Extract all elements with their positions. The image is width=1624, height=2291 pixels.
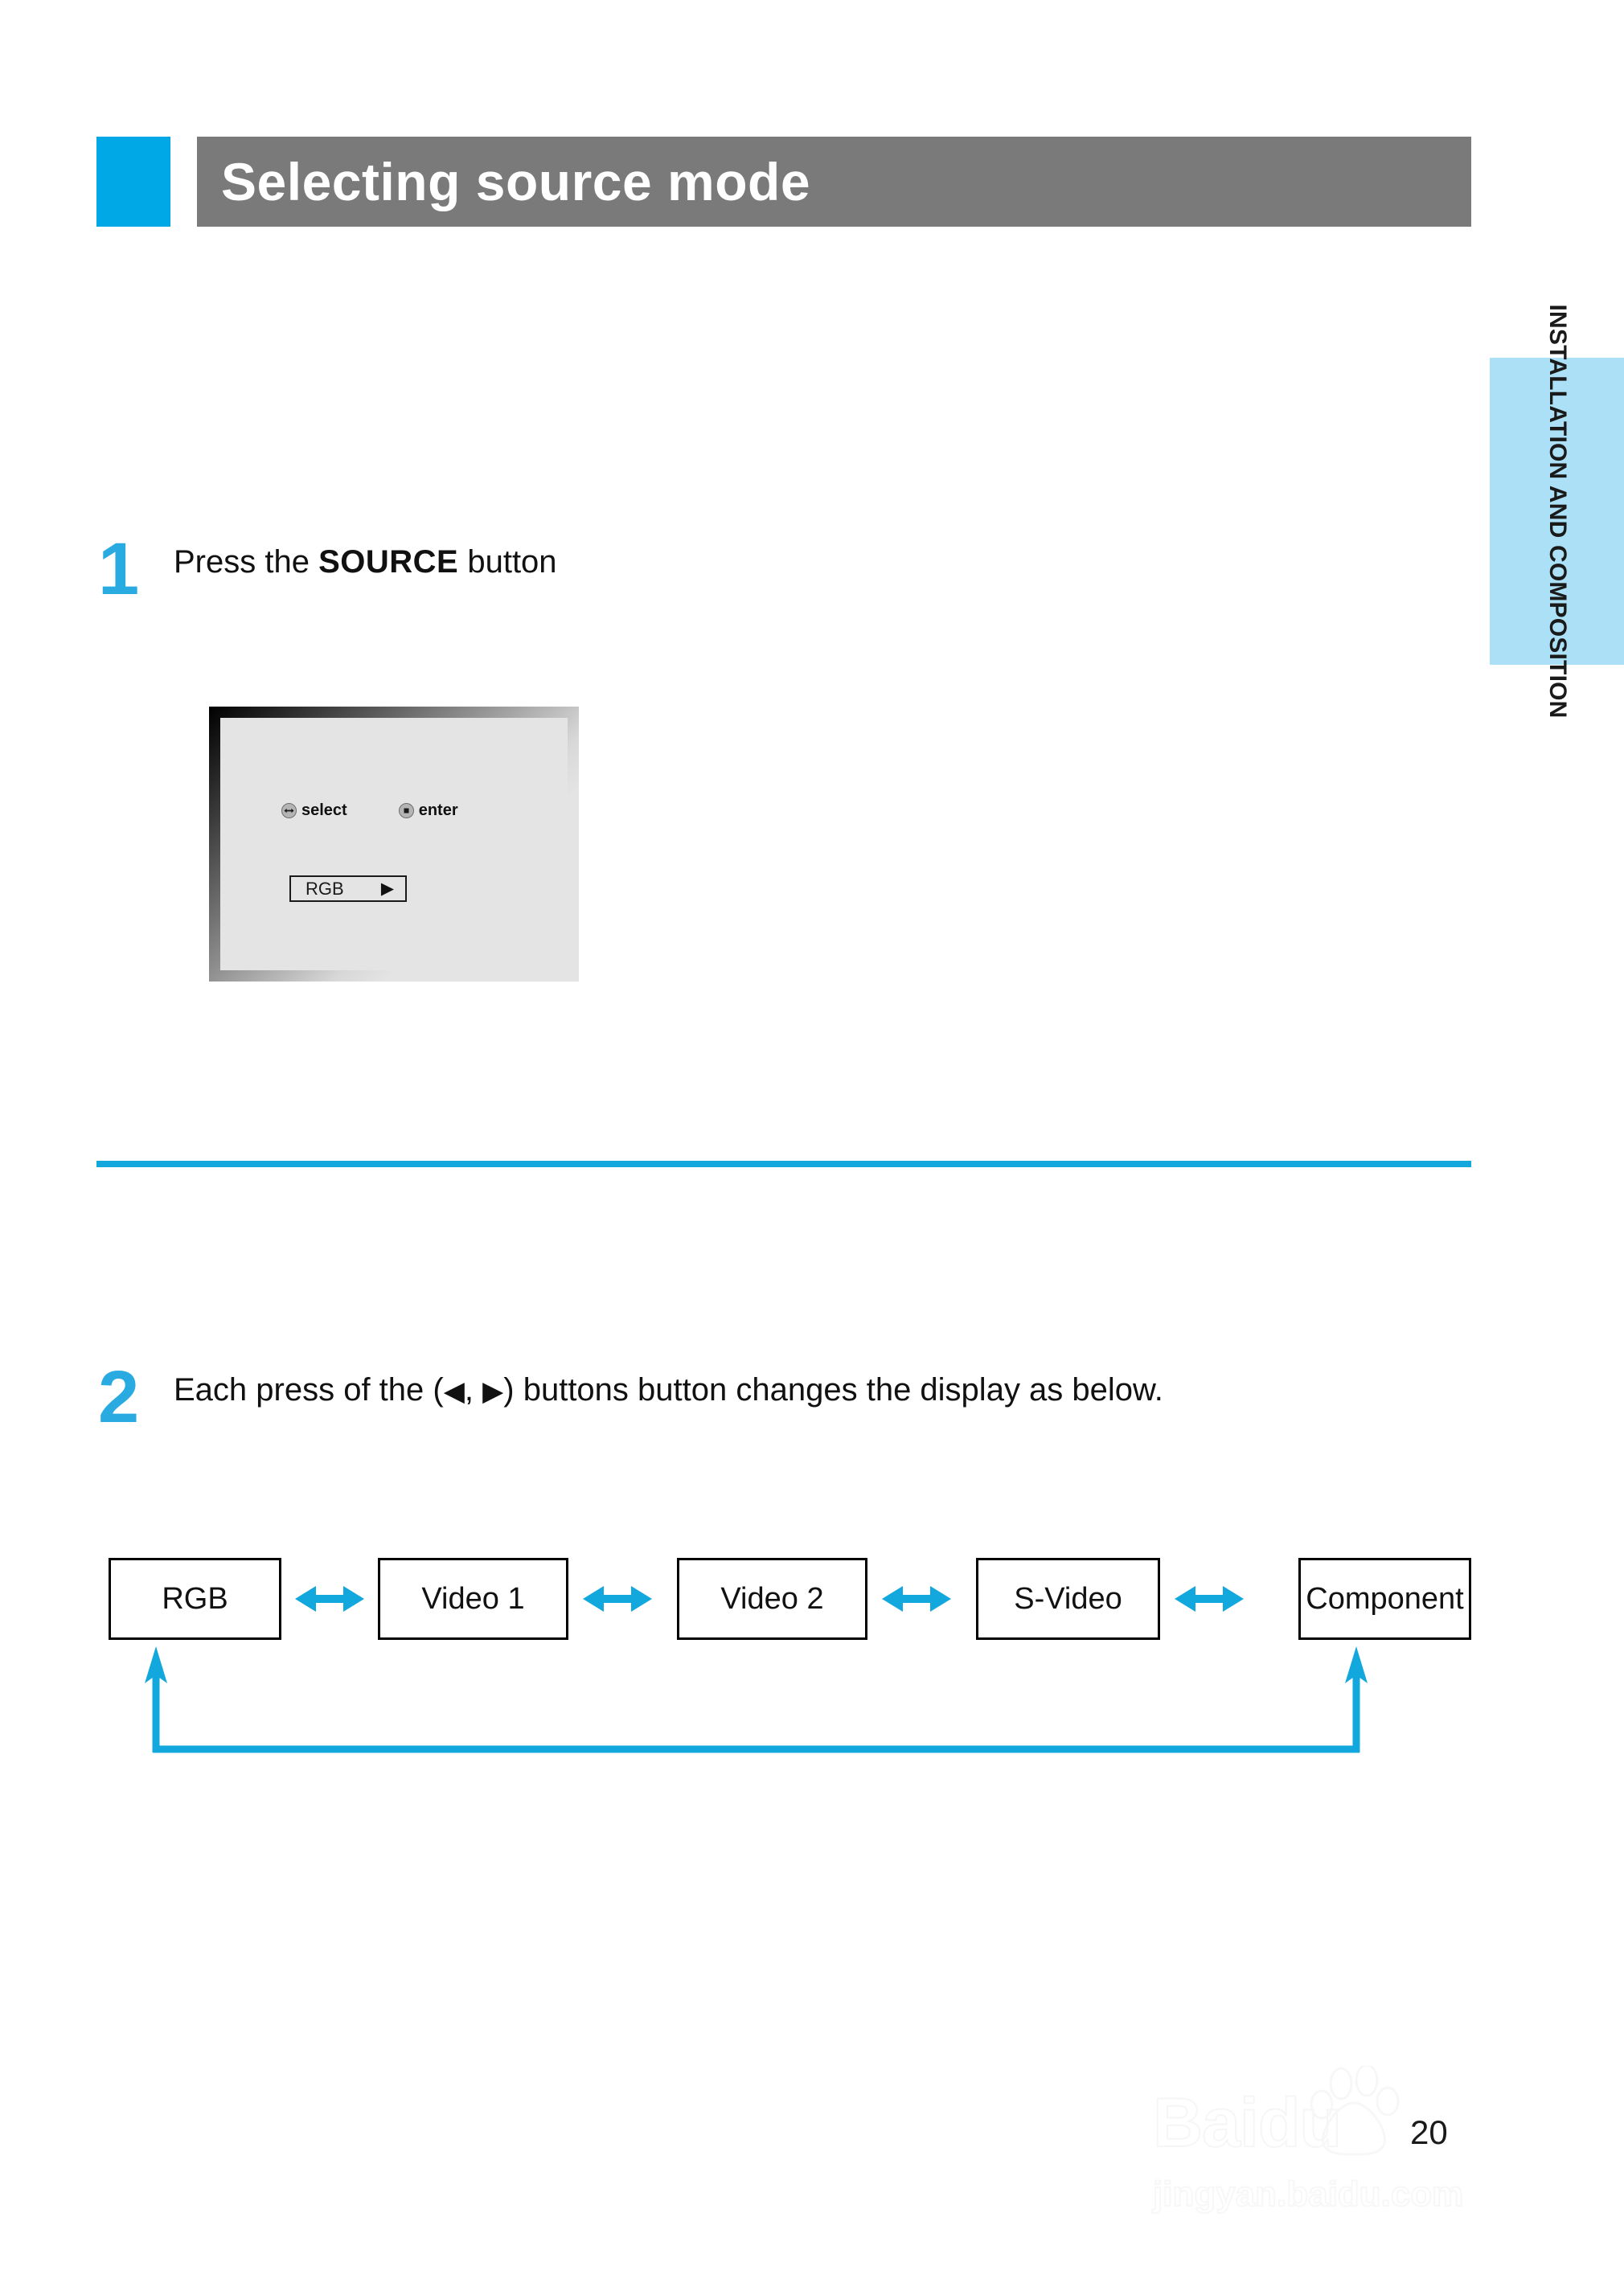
- flow-arrow-3: [882, 1583, 951, 1615]
- page-number: 20: [1410, 2113, 1448, 2151]
- page-header: Selecting source mode: [96, 137, 1471, 227]
- filled-square-icon: [398, 803, 414, 818]
- osd-hint-enter: enter: [398, 801, 458, 820]
- step-2-text-before: Each press of the (: [174, 1372, 444, 1408]
- left-right-arrow-icon: [281, 803, 297, 818]
- osd-source-value-box[interactable]: RGB ▶: [289, 875, 407, 902]
- step-1-text-after: button: [458, 544, 557, 580]
- step-2-separator: ,: [464, 1372, 483, 1408]
- left-triangle-icon: ◀: [443, 1376, 465, 1407]
- flow-box-s-video-label: S-Video: [1014, 1582, 1122, 1616]
- flow-loop-arrow: [109, 1640, 1471, 1768]
- flow-box-rgb-label: RGB: [162, 1582, 228, 1616]
- osd-screen: select enter RGB ▶: [220, 718, 568, 970]
- osd-source-value-label: RGB: [306, 878, 344, 899]
- flow-box-component-label: Component: [1306, 1582, 1464, 1616]
- osd-hint-select: select: [281, 801, 347, 820]
- section-divider: [96, 1161, 1471, 1167]
- flow-box-rgb[interactable]: RGB: [109, 1558, 281, 1640]
- osd-hint-row: select enter: [281, 801, 458, 820]
- page-title: Selecting source mode: [221, 152, 811, 211]
- flow-box-video-2[interactable]: Video 2: [677, 1558, 867, 1640]
- flow-box-video-1-label: Video 1: [421, 1582, 525, 1616]
- flow-box-component[interactable]: Component: [1298, 1558, 1471, 1640]
- flow-box-s-video[interactable]: S-Video: [976, 1558, 1160, 1640]
- baidu-watermark: Baidu jingyan.baidu.com: [1152, 2064, 1555, 2235]
- step-2-instruction: Each press of the (◀, ▶) buttons button …: [174, 1371, 1163, 1409]
- right-triangle-icon: ▶: [482, 1376, 504, 1407]
- osd-hint-enter-label: enter: [418, 801, 458, 819]
- right-triangle-icon: ▶: [380, 879, 394, 898]
- flow-arrow-1: [295, 1583, 364, 1615]
- flow-box-video-1[interactable]: Video 1: [378, 1558, 568, 1640]
- flow-box-video-2-label: Video 2: [720, 1582, 824, 1616]
- header-bar: [197, 137, 1471, 227]
- osd-panel-illustration: select enter RGB ▶: [209, 707, 579, 982]
- step-2-number: 2: [98, 1356, 140, 1438]
- step-1-emphasis-source: SOURCE: [318, 544, 459, 580]
- source-cycle-diagram: RGB Video 1 Video 2 S-Video: [109, 1558, 1471, 1640]
- osd-hint-select-label: select: [301, 801, 347, 819]
- step-2-text-after: ) buttons button changes the display as …: [503, 1372, 1163, 1408]
- section-side-tab-label: INSTALLATION AND COMPOSITION: [1544, 304, 1571, 719]
- watermark-brand: Baidu: [1152, 2084, 1343, 2162]
- header-accent-swatch: [96, 137, 170, 227]
- watermark-site: jingyan.baidu.com: [1152, 2174, 1464, 2214]
- flow-arrow-2: [583, 1583, 652, 1615]
- flow-arrow-4: [1175, 1583, 1244, 1615]
- step-1-number: 1: [98, 528, 140, 610]
- step-1-text-before: Press the: [174, 544, 319, 580]
- paw-icon: [1307, 2064, 1404, 2166]
- step-1-instruction: Press the SOURCE button: [174, 543, 557, 581]
- section-side-tab: INSTALLATION AND COMPOSITION: [1490, 304, 1624, 719]
